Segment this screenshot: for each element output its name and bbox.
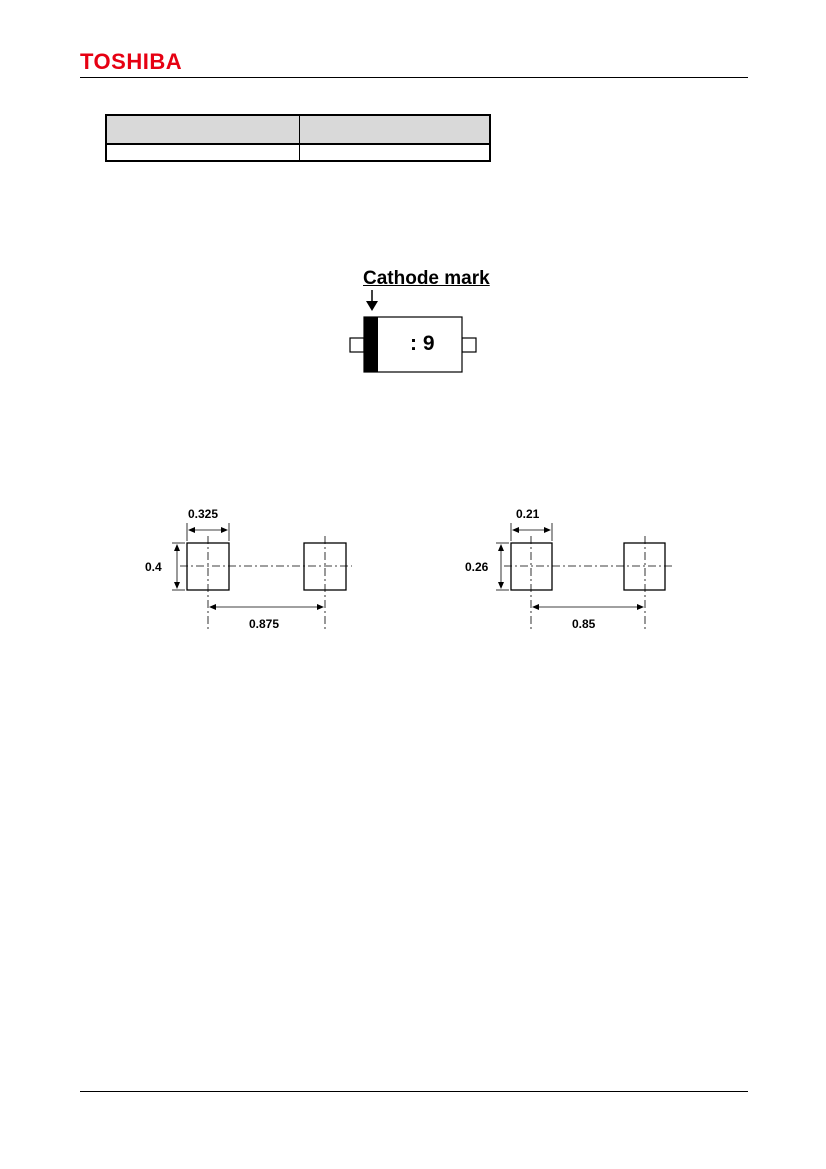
- cathode-arrow-head: [366, 301, 378, 311]
- footprint-1-width-arrow-right: [221, 527, 228, 533]
- footprint-1-width-arrow-left: [188, 527, 195, 533]
- footprint-2-pitch-arrow-right: [637, 604, 644, 610]
- footprint-1-height-arrow-bottom: [174, 582, 180, 589]
- footprint-2-pitch-label: 0.85: [572, 617, 596, 631]
- spec-table-header-cell-1: [105, 114, 300, 145]
- footprint-1-right-pad: [303, 542, 347, 591]
- footprint-2-pad-width-label: 0.21: [516, 507, 540, 521]
- footprint-1-height-arrow-top: [174, 544, 180, 551]
- footprint-1-pitch-arrow-left: [209, 604, 216, 610]
- footprint-2: [496, 523, 672, 632]
- footprint-1-pad-width-label: 0.325: [188, 507, 219, 521]
- footprint-2-height-arrow-bottom: [498, 582, 504, 589]
- spec-table-header-row: [105, 114, 491, 145]
- footprint-1-pitch-arrow-right: [317, 604, 324, 610]
- toshiba-logo: TOSHIBA: [80, 49, 183, 74]
- footprint-2-right-pad: [623, 542, 666, 591]
- cathode-band: [364, 317, 378, 372]
- spec-table-cell-2: [299, 143, 491, 162]
- marking-diagram: [349, 290, 477, 373]
- footprint-1-left-pad: [186, 542, 230, 591]
- footprint-2-left-pad: [510, 542, 553, 591]
- right-lead: [461, 337, 477, 353]
- spec-table-header-cell-2: [299, 114, 491, 145]
- spec-table: [105, 114, 491, 162]
- left-lead: [349, 337, 365, 353]
- footprint-2-height-arrow-top: [498, 544, 504, 551]
- footer-rule: [80, 1091, 748, 1092]
- cathode-mark-label: Cathode mark: [363, 268, 490, 289]
- spec-table-row: [105, 143, 491, 162]
- spec-table-cell-1: [105, 143, 300, 162]
- footprint-2-width-arrow-left: [512, 527, 519, 533]
- footprint-2-width-arrow-right: [544, 527, 551, 533]
- footprint-1: [172, 523, 352, 632]
- header-rule: [80, 77, 748, 78]
- footprint-2-pad-height-label: 0.26: [465, 560, 489, 574]
- footprint-2-pitch-arrow-left: [532, 604, 539, 610]
- footprint-1-pitch-label: 0.875: [249, 617, 280, 631]
- footprint-1-pad-height-label: 0.4: [145, 560, 162, 574]
- marking-code: : 9: [410, 332, 435, 355]
